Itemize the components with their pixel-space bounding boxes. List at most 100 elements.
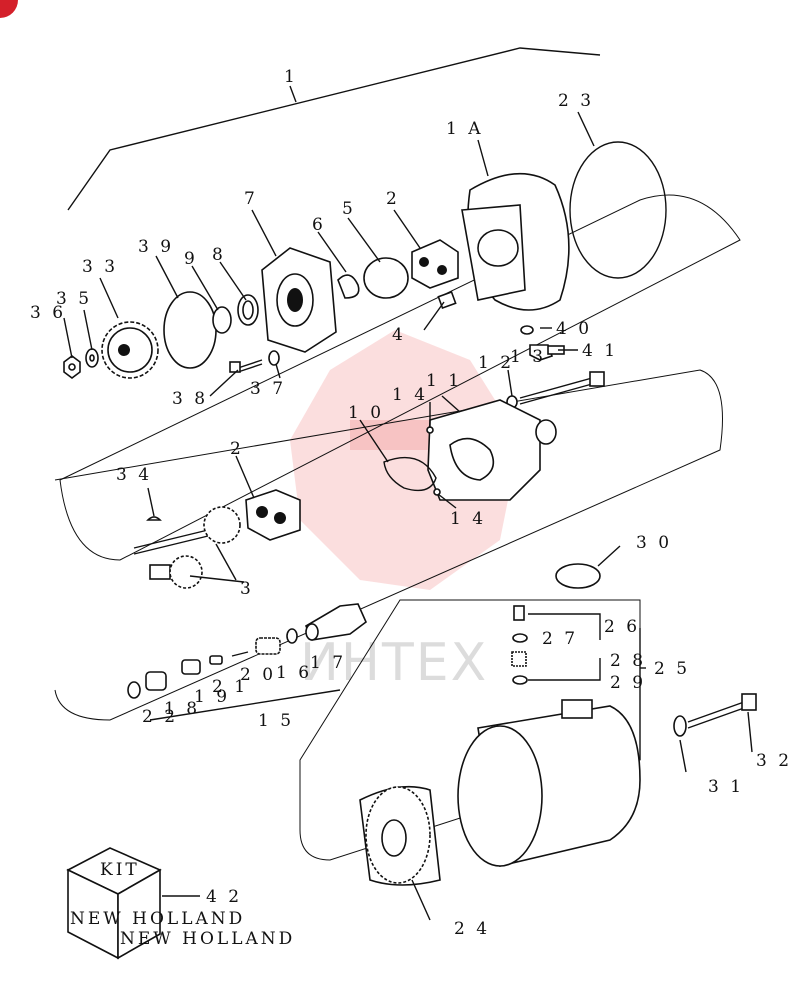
callout-11: 1 1 xyxy=(426,371,462,391)
part-19-valve xyxy=(181,659,201,675)
callout-4: 4 xyxy=(392,325,406,345)
callout-26: 2 6 xyxy=(604,617,640,637)
callout-13: 1 3 xyxy=(510,347,546,367)
part-30-cap xyxy=(555,563,601,589)
part-31-washer xyxy=(673,715,687,737)
callout-6: 6 xyxy=(312,215,326,235)
callout-16: 1 6 xyxy=(276,663,312,683)
callout-8: 8 xyxy=(212,245,226,265)
assembly-bracket xyxy=(67,47,601,211)
part-14-ball-b xyxy=(433,488,441,496)
watermark-text: ИНТЕХ xyxy=(300,633,488,693)
callout-21: 2 1 xyxy=(212,677,248,697)
part-16-spring xyxy=(255,637,281,655)
part-25-reservoir xyxy=(457,699,641,867)
part-15-relief-plug xyxy=(304,603,367,641)
part-27-washer xyxy=(512,633,528,643)
part-3-gear-shaft-upper xyxy=(133,506,241,555)
part-33-gear xyxy=(101,321,159,379)
part-7-housing xyxy=(261,247,337,353)
callout-19: 1 9 xyxy=(194,687,230,707)
callout-36: 3 6 xyxy=(30,303,66,323)
callout-29: 2 9 xyxy=(610,673,646,693)
group-15-bracket xyxy=(149,689,341,721)
part-37-lockwasher xyxy=(268,350,280,366)
part-38-bolt xyxy=(229,359,263,373)
callout-1: 1 xyxy=(284,67,298,87)
kit-box-label: KIT xyxy=(100,860,140,880)
callout-41: 4 1 xyxy=(582,341,618,361)
part-13-long-bolt xyxy=(519,371,605,405)
callout-30: 3 0 xyxy=(636,533,672,553)
callout-40: 4 0 xyxy=(556,319,592,339)
part-28-spring xyxy=(511,651,527,667)
part-22-ring xyxy=(127,681,141,699)
callout-10: 1 0 xyxy=(348,403,384,423)
part-17-washer xyxy=(286,628,298,644)
part-3-gear-shaft-lower xyxy=(149,555,203,589)
callout-38: 3 8 xyxy=(172,389,208,409)
guide-outline-middle xyxy=(54,369,723,721)
callout-17: 1 7 xyxy=(310,653,346,673)
part-6-seal xyxy=(337,274,360,299)
callout-24: 2 4 xyxy=(454,919,490,939)
part-8-bearing xyxy=(237,294,259,326)
callout-1A: 1 A xyxy=(446,119,484,139)
kit-box: KIT NEW HOLLAND NEW HOLLAND xyxy=(66,847,295,960)
callout-18: 1 8 xyxy=(164,699,200,719)
callout-39: 3 9 xyxy=(138,237,174,257)
part-29-clip xyxy=(512,675,528,685)
callout-20: 2 0 xyxy=(240,665,276,685)
part-34-key xyxy=(146,516,162,521)
part-23-large-oring xyxy=(569,141,667,279)
callout-32: 3 2 xyxy=(756,751,792,771)
part-41-elbow-fitting xyxy=(529,344,565,361)
part-39-oring xyxy=(163,291,217,369)
callout-3: 3 xyxy=(240,579,254,599)
callout-2-lower: 2 xyxy=(230,439,244,459)
part-2-bushing-lower xyxy=(245,489,301,541)
callout-7: 7 xyxy=(244,189,258,209)
part-26-screw xyxy=(513,605,525,621)
callout-15: 1 5 xyxy=(258,711,294,731)
callout-27: 2 7 xyxy=(542,629,578,649)
callout-14-upper: 1 4 xyxy=(392,385,428,405)
callout-23: 2 3 xyxy=(558,91,594,111)
callout-2-upper: 2 xyxy=(386,189,400,209)
callout-28: 2 8 xyxy=(610,651,646,671)
callout-9: 9 xyxy=(184,249,198,269)
part-1A-cover xyxy=(461,172,570,311)
kit-box-brand-left: NEW HOLLAND xyxy=(70,909,245,929)
part-9-seal xyxy=(212,306,232,334)
kit-box-brand-right: NEW HOLLAND xyxy=(120,929,295,949)
part-21-pin xyxy=(209,655,223,665)
part-36-nut xyxy=(63,355,81,379)
part-24-filter xyxy=(359,785,441,886)
group-26-29-bracket xyxy=(528,613,601,681)
callout-37: 3 7 xyxy=(250,379,286,399)
callout-25: 2 5 xyxy=(654,659,690,679)
corner-badge xyxy=(0,0,18,18)
callout-42: 4 2 xyxy=(206,887,242,907)
part-35-washer xyxy=(85,348,99,368)
part-11-pump-body xyxy=(427,399,557,501)
callout-33: 3 3 xyxy=(82,257,118,277)
callout-12: 1 2 xyxy=(478,353,514,373)
part-18-plug xyxy=(145,671,167,691)
part-2-bushing-upper xyxy=(411,239,459,289)
part-40-ring xyxy=(520,325,534,335)
callout-35: 3 5 xyxy=(56,289,92,309)
callout-34: 3 4 xyxy=(116,465,152,485)
callout-22: 2 2 xyxy=(142,707,178,727)
guide-outline-upper xyxy=(59,194,741,561)
part-10-seal-loop xyxy=(383,456,437,492)
leader-lines xyxy=(63,85,753,921)
callout-31: 3 1 xyxy=(708,777,744,797)
part-5-oring xyxy=(363,257,409,299)
callout-5: 5 xyxy=(342,199,356,219)
part-32-bolt xyxy=(687,693,757,729)
part-20-spool xyxy=(231,651,249,657)
callout-14-lower: 1 4 xyxy=(450,509,486,529)
